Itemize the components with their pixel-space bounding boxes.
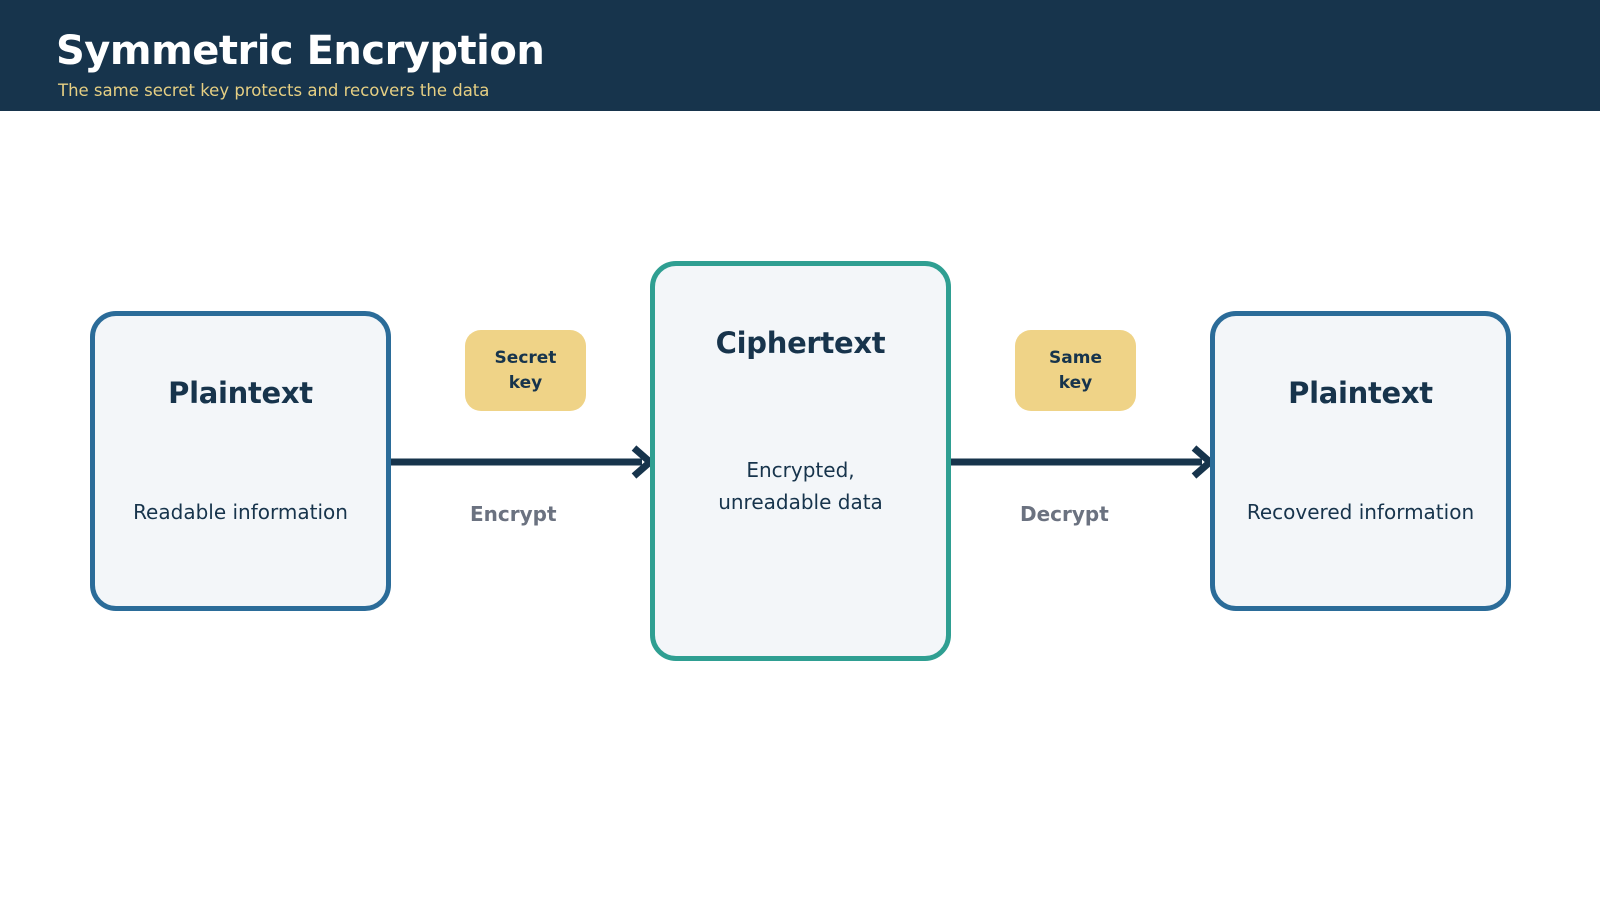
key-label: Same key xyxy=(1049,347,1102,393)
same-key-badge: Same key xyxy=(1015,330,1136,411)
decrypt-label: Decrypt xyxy=(1020,502,1109,526)
plaintext-recovered-node: Plaintext Recovered information xyxy=(1210,311,1511,611)
node-title: Plaintext xyxy=(168,376,313,410)
arrow-decrypt xyxy=(950,445,1216,479)
node-title: Plaintext xyxy=(1288,376,1433,410)
node-description: Readable information xyxy=(133,500,348,524)
page-subtitle: The same secret key protects and recover… xyxy=(58,81,490,100)
key-label: Secret key xyxy=(494,347,557,393)
node-description: Recovered information xyxy=(1246,500,1475,524)
header-bar: Symmetric Encryption The same secret key… xyxy=(0,0,1600,111)
page-title: Symmetric Encryption xyxy=(56,28,545,74)
secret-key-badge: Secret key xyxy=(465,330,586,411)
arrow-encrypt xyxy=(390,445,656,479)
node-description: Encrypted, unreadable data xyxy=(718,458,883,514)
ciphertext-node: Ciphertext Encrypted, unreadable data xyxy=(650,261,951,661)
encrypt-label: Encrypt xyxy=(470,502,557,526)
plaintext-source-node: Plaintext Readable information xyxy=(90,311,391,611)
node-title: Ciphertext xyxy=(715,326,886,360)
